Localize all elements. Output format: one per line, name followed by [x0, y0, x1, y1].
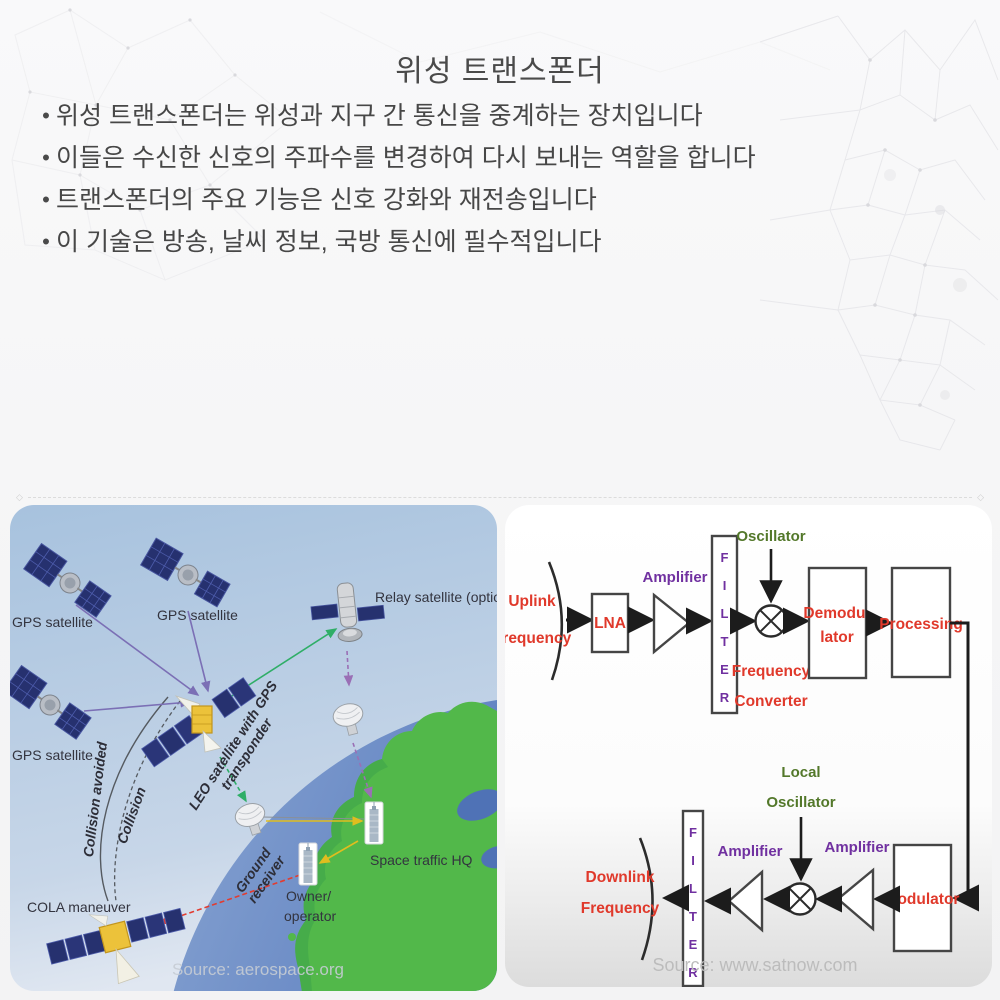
svg-text:I: I [723, 578, 727, 593]
processing-to-modulator-line [950, 621, 979, 912]
lna-box [590, 592, 630, 654]
list-item: • 위성 트랜스폰더는 위성과 지구 간 통신을 중계하는 장치입니다 [36, 96, 956, 138]
gps-satellite-label: GPS satellite [12, 747, 93, 763]
transponder-block-diagram: Uplink Frequency LNA Amplifier F I L T E… [493, 505, 992, 988]
cola-maneuver-label: COLA maneuver [27, 899, 131, 915]
downlink-frequency-label: Frequency [581, 900, 660, 917]
owner-operator-icon [298, 842, 318, 886]
gps-link-arrow [187, 610, 211, 693]
demodulator-label: Demodu- [803, 605, 870, 622]
gps-satellite-icon [23, 542, 112, 618]
page-title: 위성 트랜스폰더 [395, 55, 605, 89]
modulator-label: Modulator [885, 891, 960, 908]
amplifier-triangle [652, 592, 691, 655]
svg-text:L: L [721, 606, 729, 621]
bullet-text: 위성 트랜스폰더는 위성과 지구 간 통신을 중계하는 장치입니다 [56, 102, 703, 130]
bullet-dot: • [42, 187, 50, 212]
demodulator-label: lator [820, 629, 854, 646]
amplifier-triangle [836, 867, 875, 932]
bullet-dot: • [42, 103, 50, 128]
svg-text:L: L [689, 881, 697, 896]
uplink-frequency-label: Uplink [508, 593, 556, 610]
frequency-converter-label: Frequency [732, 663, 811, 680]
relay-satellite-icon [310, 582, 385, 642]
svg-text:R: R [720, 690, 730, 705]
bullet-text: 이들은 수신한 신호의 주파수를 변경하여 다시 보내는 역할을 합니다 [56, 144, 756, 172]
bullet-text: 이 기술은 방송, 날씨 정보, 국방 통신에 필수적입니다 [56, 228, 602, 256]
amplifier-label: Amplifier [642, 569, 707, 586]
frequency-converter-mixer [754, 604, 788, 638]
svg-text:R: R [688, 965, 698, 980]
svg-text:E: E [720, 662, 729, 677]
uplink-antenna-icon [547, 561, 564, 681]
transponder-diagram-svg: Uplink Frequency LNA Amplifier F I L T E… [493, 505, 992, 988]
gps-link-arrow [75, 604, 200, 696]
svg-text:I: I [691, 853, 695, 868]
svg-text:F: F [721, 550, 729, 565]
space-traffic-hq-icon [364, 801, 384, 845]
bullet-text: 트랜스폰더의 주요 기능은 신호 강화와 재전송입니다 [56, 186, 597, 214]
collision-path [113, 700, 181, 902]
processing-label: Processing [879, 616, 963, 633]
svg-text:T: T [721, 634, 729, 649]
satellite-collision-svg: GPS satellite GPS satellite GPS satellit… [10, 505, 497, 991]
amplifier-label: Amplifier [824, 839, 889, 856]
modulator-box [892, 843, 953, 953]
amplifier-label: Amplifier [717, 843, 782, 860]
leo-satellite-icon [141, 677, 257, 768]
relay-to-hq-arrow [352, 742, 373, 799]
local-oscillator-label: Oscillator [766, 794, 835, 811]
gps-satellite-icon [139, 537, 231, 608]
local-oscillator-label: Local [781, 764, 820, 781]
earth-globe [160, 695, 497, 991]
bullet-dot: • [42, 229, 50, 254]
hq-to-owner-arrow [318, 840, 359, 864]
bullet-list: • 위성 트랜스폰더는 위성과 지구 간 통신을 중계하는 장치입니다 • 이들… [36, 96, 956, 264]
amplifier-triangle [727, 869, 764, 933]
cola-satellite-icon [46, 907, 186, 985]
source-watermark: Source: www.satnow.com [652, 955, 857, 975]
relay-downlink-arrow [343, 650, 354, 687]
uplink-frequency-label: Frequency [505, 630, 572, 647]
gps-satellite-icon [10, 664, 92, 740]
collision-avoided-path [99, 696, 169, 902]
gps-satellite-label: GPS satellite [12, 614, 93, 630]
relay-satellite-label: Relay satellite (optional) [375, 589, 497, 605]
downlink-frequency-label: Downlink [586, 869, 655, 886]
svg-text:T: T [689, 909, 697, 924]
filter-label: F I L T E R [688, 825, 698, 980]
svg-text:F: F [689, 825, 697, 840]
filter-label: F I L T E R [720, 550, 730, 705]
list-item: • 이들은 수신한 신호의 주파수를 변경하여 다시 보내는 역할을 합니다 [36, 138, 956, 180]
source-watermark: Source: aerospace.org [172, 960, 344, 979]
landmass [288, 701, 497, 991]
downlink-antenna-icon [638, 837, 654, 961]
downconverter-mixer [783, 882, 817, 916]
leo-to-ground-arrow [219, 756, 247, 803]
satellite-collision-figure: GPS satellite GPS satellite GPS satellit… [10, 505, 497, 991]
gps-satellite-label: GPS satellite [157, 607, 238, 623]
frequency-converter-label: Converter [734, 693, 807, 710]
ground-link-line [261, 816, 365, 820]
space-traffic-hq-label: Space traffic HQ [370, 852, 473, 868]
demodulator-box [807, 566, 868, 680]
list-item: • 이 기술은 방송, 날씨 정보, 국방 통신에 필수적입니다 [36, 222, 956, 264]
svg-text:E: E [689, 937, 698, 952]
owner-operator-label: Owner/ [286, 888, 331, 904]
gps-link-arrow [83, 698, 192, 712]
owner-operator-label: operator [284, 908, 336, 924]
maneuver-command-arrow [158, 874, 301, 925]
list-item: • 트랜스폰더의 주요 기능은 신호 강화와 재전송입니다 [36, 180, 956, 222]
section-divider [16, 492, 984, 503]
bullet-dot: • [42, 145, 50, 170]
ground-receiver-dish-icon [234, 803, 266, 836]
lna-label: LNA [594, 615, 626, 632]
oscillator-label: Oscillator [736, 528, 805, 545]
relay-ground-dish-icon [332, 703, 364, 736]
